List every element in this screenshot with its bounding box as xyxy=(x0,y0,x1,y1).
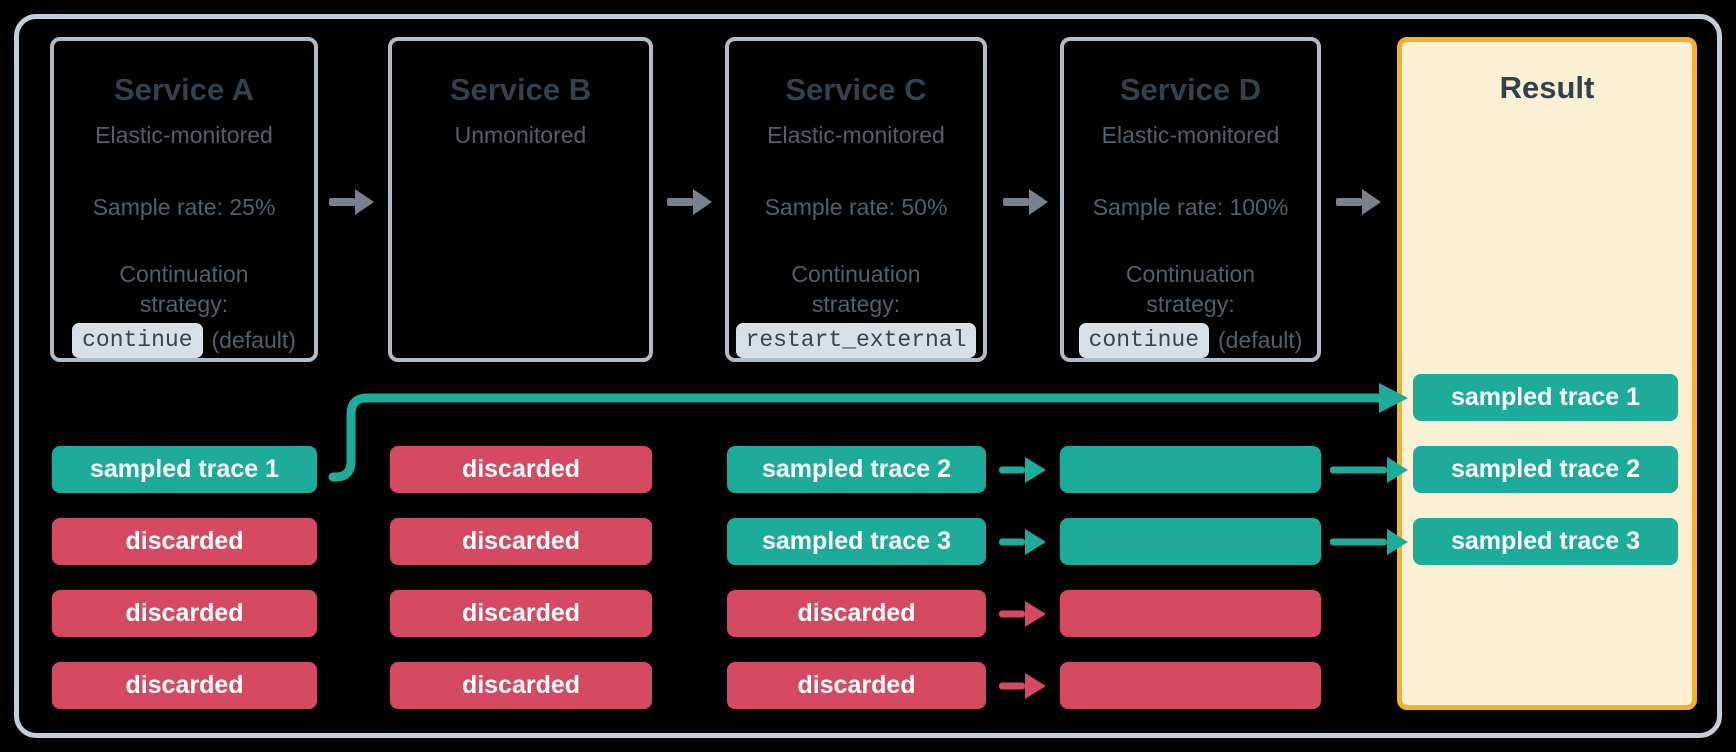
trace-chip-discarded: discarded xyxy=(52,662,317,709)
service-sample-rate: Sample rate: 25% xyxy=(92,193,276,220)
continuation-line2: strategy: xyxy=(811,290,901,317)
trace-column-service-a: sampled trace 1 discarded discarded disc… xyxy=(52,446,317,709)
service-box-a: Service A Elastic-monitored Sample rate:… xyxy=(50,37,318,362)
trace-chip-sampled: sampled trace 2 xyxy=(727,446,986,493)
trace-column-service-b: discarded discarded discarded discarded xyxy=(390,446,652,709)
flow-arrow-icon xyxy=(1336,189,1381,215)
service-title: Service C xyxy=(785,72,927,107)
continuation-line1: Continuation xyxy=(1125,261,1256,288)
trace-chip-sampled: sampled trace 1 xyxy=(52,446,317,493)
trace-chip-sampled: sampled trace 3 xyxy=(727,518,986,565)
service-box-d: Service D Elastic-monitored Sample rate:… xyxy=(1060,37,1321,362)
continuation-line2: strategy: xyxy=(139,290,229,317)
service-monitoring-label: Unmonitored xyxy=(454,122,587,149)
flow-arrow-icon xyxy=(667,189,712,215)
service-monitoring-label: Elastic-monitored xyxy=(1101,122,1280,149)
continuation-line1: Continuation xyxy=(791,261,921,288)
flow-arrow-icon xyxy=(1003,189,1048,215)
trace-chip-sampled xyxy=(1060,446,1321,493)
trace-chip-discarded: discarded xyxy=(52,518,317,565)
trace-chip-discarded: discarded xyxy=(52,590,317,637)
strategy-code-badge: restart_external xyxy=(735,322,977,358)
trace-chip-discarded: discarded xyxy=(390,518,652,565)
trace-column-service-c: sampled trace 2 sampled trace 3 discarde… xyxy=(727,446,986,709)
strategy-row: continue (default) xyxy=(1078,322,1303,358)
service-sample-rate: Sample rate: 100% xyxy=(1092,193,1289,220)
continuation-line2: strategy: xyxy=(1146,290,1235,317)
strategy-code-badge: continue xyxy=(1078,322,1210,358)
trace-arrow-icon xyxy=(1330,529,1408,555)
strategy-default-note: (default) xyxy=(211,326,296,353)
trace-chip-sampled xyxy=(1060,518,1321,565)
service-box-b: Service B Unmonitored xyxy=(388,37,653,362)
continuation-strategy-label: Continuation strategy: xyxy=(791,260,920,318)
trace-arrow-icon xyxy=(999,529,1046,555)
service-title: Service A xyxy=(113,72,255,107)
result-chip: sampled trace 2 xyxy=(1413,446,1678,493)
result-chip: sampled trace 3 xyxy=(1413,518,1678,565)
result-chip-list: sampled trace 1 sampled trace 2 sampled … xyxy=(1413,374,1678,565)
service-monitoring-label: Elastic-monitored xyxy=(95,122,273,149)
trace-arrow-icon xyxy=(999,673,1046,699)
trace-arrow-icon xyxy=(1330,457,1408,483)
trace-chip-discarded: discarded xyxy=(727,590,986,637)
trace-chip-discarded: discarded xyxy=(390,446,652,493)
service-title: Service D xyxy=(1119,72,1262,107)
result-chip: sampled trace 1 xyxy=(1413,374,1678,421)
flow-arrow-icon xyxy=(329,189,374,215)
trace-column-service-d xyxy=(1060,446,1321,709)
continuation-strategy-label: Continuation strategy: xyxy=(119,260,248,318)
trace-chip-discarded xyxy=(1060,590,1321,637)
service-monitoring-label: Elastic-monitored xyxy=(767,122,945,149)
service-title: Service B xyxy=(449,72,592,107)
trace-chip-discarded: discarded xyxy=(390,590,652,637)
trace-arrow-icon xyxy=(999,457,1046,483)
service-sample-rate: Sample rate: 50% xyxy=(764,193,948,220)
result-box: Result xyxy=(1397,37,1697,710)
continuation-line1: Continuation xyxy=(119,261,249,288)
service-box-c: Service C Elastic-monitored Sample rate:… xyxy=(725,37,987,362)
strategy-row: restart_external xyxy=(735,322,977,358)
diagram-frame xyxy=(14,14,1722,738)
trace-chip-discarded xyxy=(1060,662,1321,709)
result-title: Result xyxy=(1499,70,1595,105)
trace-chip-discarded: discarded xyxy=(727,662,986,709)
trace-arrow-icon xyxy=(999,601,1046,627)
strategy-code-badge: continue xyxy=(72,322,203,358)
continuation-strategy-label: Continuation strategy: xyxy=(1126,260,1255,318)
strategy-row: continue (default) xyxy=(72,322,296,358)
trace-chip-discarded: discarded xyxy=(390,662,652,709)
strategy-default-note: (default) xyxy=(1218,326,1303,353)
